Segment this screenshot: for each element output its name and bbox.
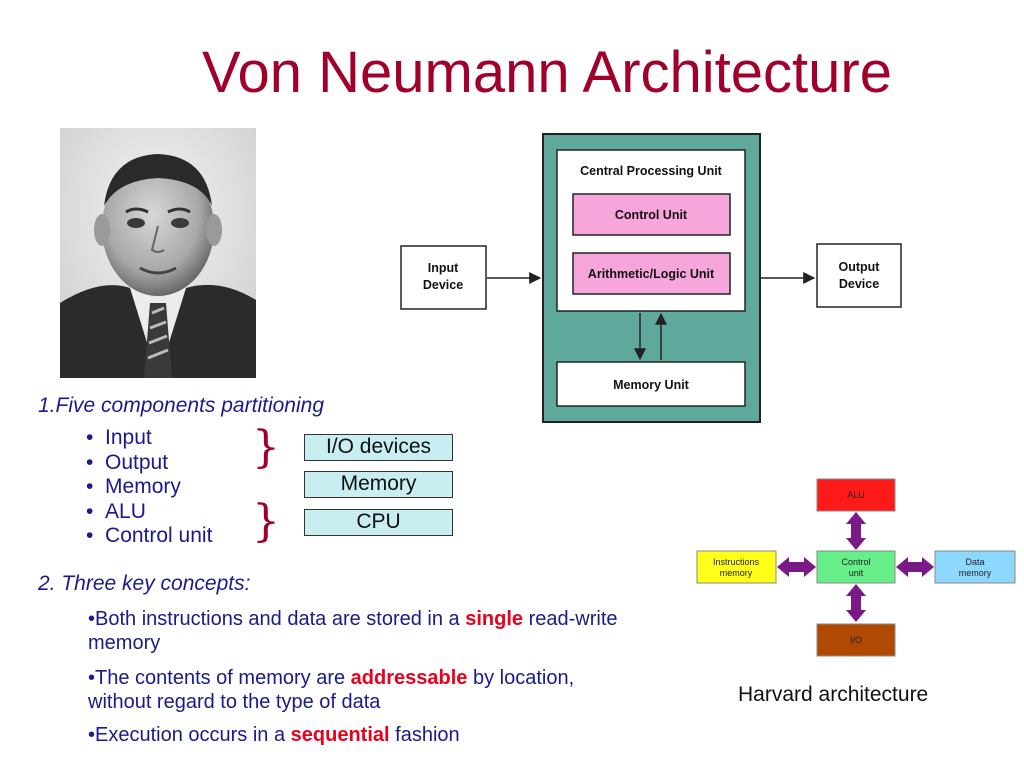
page-title: Von Neumann Architecture bbox=[202, 40, 892, 105]
control-unit-label: Control Unit bbox=[615, 208, 688, 222]
harvard-instr-label-2: memory bbox=[720, 568, 753, 578]
harvard-alu-box bbox=[816, 478, 896, 512]
harvard-arrow-io bbox=[846, 584, 866, 622]
memory-unit-label: Memory Unit bbox=[613, 378, 690, 392]
harvard-control-box bbox=[816, 550, 896, 584]
section2-heading: 2. Three key concepts: bbox=[38, 572, 251, 595]
alu-label: Arithmetic/Logic Unit bbox=[588, 267, 715, 281]
output-device-label-1: Output bbox=[839, 260, 881, 274]
control-unit-box bbox=[572, 193, 731, 236]
group-memory: Memory bbox=[304, 471, 453, 498]
input-device-label-1: Input bbox=[428, 261, 459, 275]
input-device-label-2: Device bbox=[423, 278, 463, 292]
harvard-arrow-instr bbox=[777, 557, 816, 577]
input-device-box bbox=[400, 245, 487, 310]
list-item: • Control unit bbox=[86, 524, 213, 547]
memory-unit-box bbox=[556, 361, 746, 407]
harvard-caption: Harvard architecture bbox=[738, 683, 929, 706]
list-item: • Input bbox=[86, 426, 152, 449]
concept-item: •The contents of memory are addressable … bbox=[88, 667, 575, 713]
harvard-data-box bbox=[934, 550, 1016, 584]
harvard-arrow-data bbox=[896, 557, 934, 577]
component-list: • Input • Output • Memory • ALU • Contro… bbox=[86, 426, 212, 549]
portrait-photo bbox=[60, 128, 256, 378]
harvard-data-label-2: memory bbox=[959, 568, 992, 578]
harvard-alu-label: ALU bbox=[847, 490, 865, 500]
brace-io: } bbox=[252, 422, 280, 473]
harvard-control-label-2: unit bbox=[849, 568, 864, 578]
output-device-label-2: Device bbox=[839, 277, 879, 291]
alu-box bbox=[572, 252, 731, 295]
list-item: • Output bbox=[86, 450, 169, 474]
concept-item: •Execution occurs in a sequential fashio… bbox=[88, 724, 460, 746]
list-item: • ALU bbox=[86, 499, 146, 523]
output-device-box bbox=[816, 243, 902, 308]
section1-heading: 1.Five components partitioning bbox=[38, 394, 324, 417]
group-cpu: CPU bbox=[304, 509, 453, 536]
cpu-label: Central Processing Unit bbox=[580, 164, 723, 178]
group-io-devices: I/O devices bbox=[304, 434, 453, 461]
harvard-instr-label-1: Instructions bbox=[713, 557, 760, 567]
brace-cpu: } bbox=[252, 496, 280, 547]
harvard-io-box bbox=[816, 623, 896, 657]
harvard-arrow-alu bbox=[846, 512, 866, 550]
harvard-data-label-1: Data bbox=[965, 557, 984, 567]
concept-item: •Both instructions and data are stored i… bbox=[88, 608, 618, 654]
list-item: • Memory bbox=[86, 475, 181, 498]
harvard-instr-box bbox=[696, 550, 777, 584]
harvard-control-label-1: Control bbox=[841, 557, 870, 567]
harvard-io-label: I/O bbox=[850, 635, 862, 645]
